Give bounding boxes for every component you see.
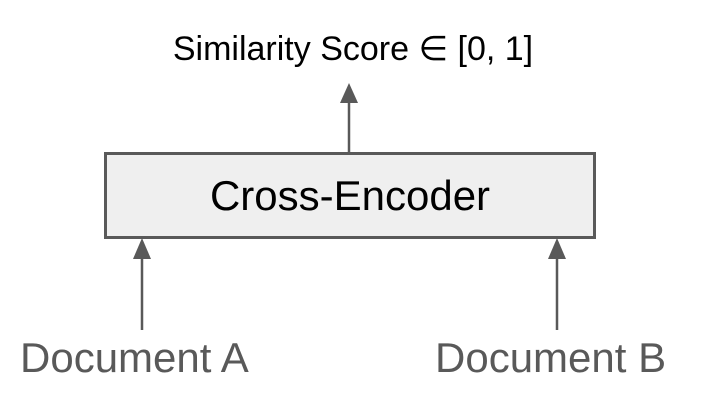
cross-encoder-label: Cross-Encoder [209, 171, 491, 219]
document-a-label: Document A [20, 334, 249, 381]
document-b-label: Document B [435, 334, 667, 381]
input-arrow-b [548, 238, 566, 330]
cross-encoder-box: Cross-Encoder [104, 152, 596, 239]
similarity-score-label: Similarity Score ∈ [0, 1] [172, 30, 534, 68]
input-arrow-a [133, 238, 151, 330]
output-arrow [340, 83, 358, 152]
